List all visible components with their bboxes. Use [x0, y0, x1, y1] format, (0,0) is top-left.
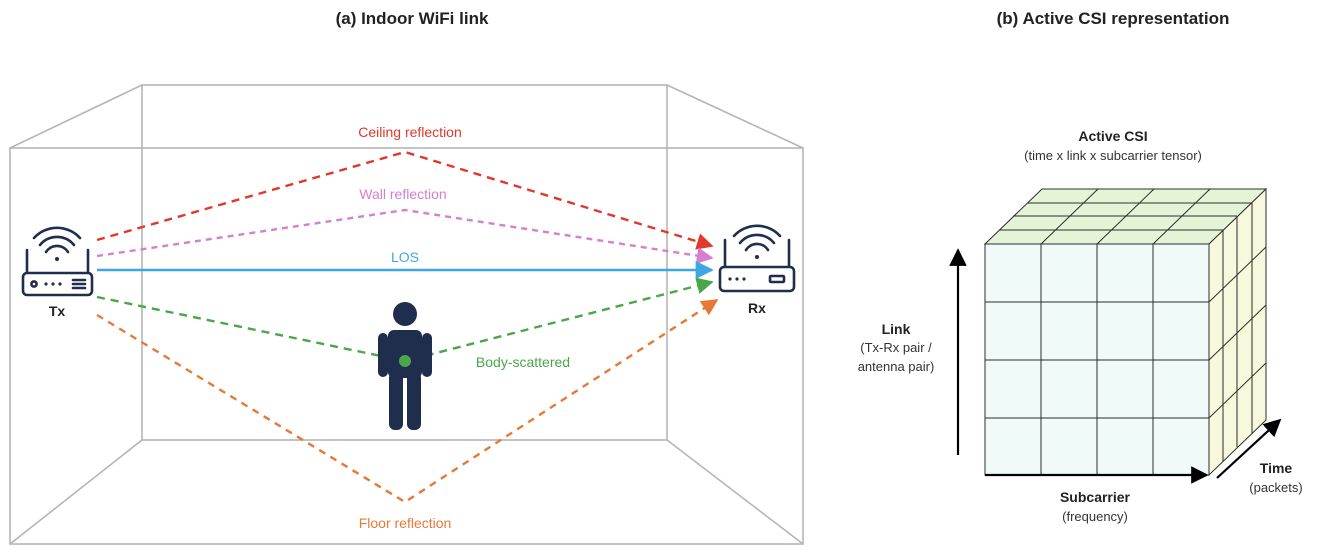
floor-reflection-path [96, 298, 719, 504]
wall-reflection-path [96, 208, 714, 264]
subcarrier-axis-sub: (frequency) [1062, 509, 1128, 524]
rx-router-icon [718, 224, 796, 293]
room-front-wall [9, 147, 804, 545]
time-axis-title: Time [1260, 460, 1293, 476]
cube-subtitle: (time x link x subcarrier tensor) [1024, 148, 1202, 163]
time-axis-arrow [1216, 418, 1282, 479]
room-edge-top-right [666, 84, 804, 149]
los-label: LOS [391, 249, 419, 265]
panel-a-title: (a) Indoor WiFi link [336, 9, 489, 28]
link-axis-sub-1: (Tx-Rx pair / [860, 340, 932, 355]
tx-router-icon [21, 226, 94, 297]
floor-reflection-label: Floor reflection [359, 515, 452, 531]
ceiling-reflection-path [96, 150, 714, 250]
room-edge-bottom-right [666, 439, 804, 545]
rx-label: Rx [748, 300, 766, 316]
body-scattered-label: Body-scattered [476, 354, 570, 370]
panel-b-title: (b) Active CSI representation [997, 9, 1230, 28]
cube-title: Active CSI [1078, 128, 1147, 144]
room-back-wall [141, 84, 668, 441]
time-axis-sub: (packets) [1249, 480, 1302, 495]
ceiling-reflection-label: Ceiling reflection [358, 124, 462, 140]
link-axis-sub-2: antenna pair) [858, 359, 935, 374]
person-icon [378, 302, 432, 430]
cube-grid [985, 188, 1267, 475]
signal-paths [96, 150, 719, 504]
room [9, 84, 804, 545]
scatter-point [399, 355, 411, 367]
csi-tensor-cube [983, 187, 1268, 477]
link-axis-title: Link [882, 321, 911, 337]
subcarrier-axis-title: Subcarrier [1060, 489, 1131, 505]
room-edge-bottom-left [9, 439, 143, 545]
room-edge-top-left [9, 84, 143, 149]
tx-label: Tx [49, 303, 66, 319]
wall-reflection-label: Wall reflection [359, 186, 446, 202]
